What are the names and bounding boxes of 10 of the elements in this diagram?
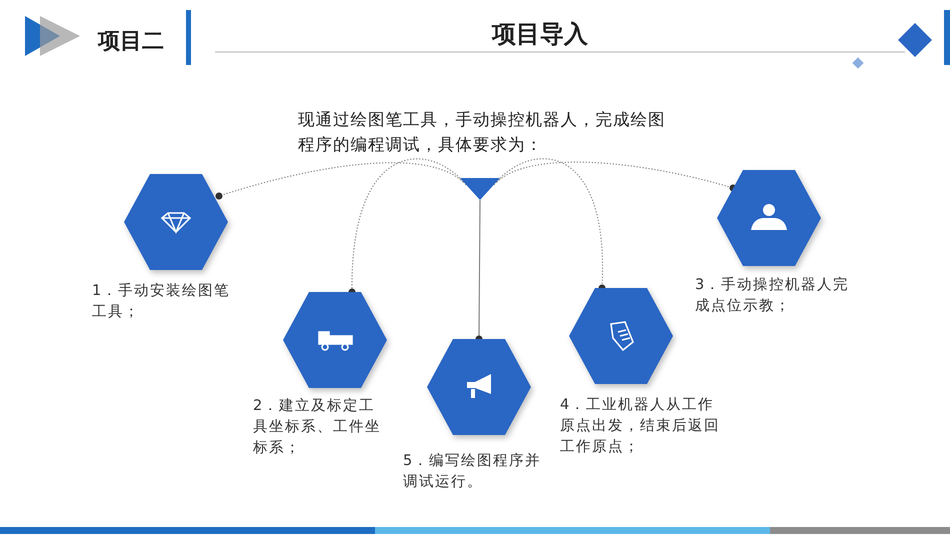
step-text: 1．手动安装绘图笔工具； xyxy=(92,282,232,322)
step-text: 5．编写绘图程序并调试运行。 xyxy=(403,452,542,492)
intro-text: 现通过绘图笔工具，手动操控机器人，完成绘图程序的编程调试，具体要求为： xyxy=(298,109,666,156)
step-text: 2．建立及标定工具坐标系、工件坐标系； xyxy=(253,396,382,458)
section-label: 项目二 xyxy=(98,28,165,56)
step-text: 3．手动操控机器人完成点位示教； xyxy=(695,276,850,316)
step-text: 4．工业机器人从工作原点出发，结束后返回工作原点； xyxy=(560,396,721,457)
slide-title: 项目导入 xyxy=(490,19,589,50)
dotted-connector xyxy=(216,162,464,200)
dotted-connector xyxy=(496,162,736,192)
